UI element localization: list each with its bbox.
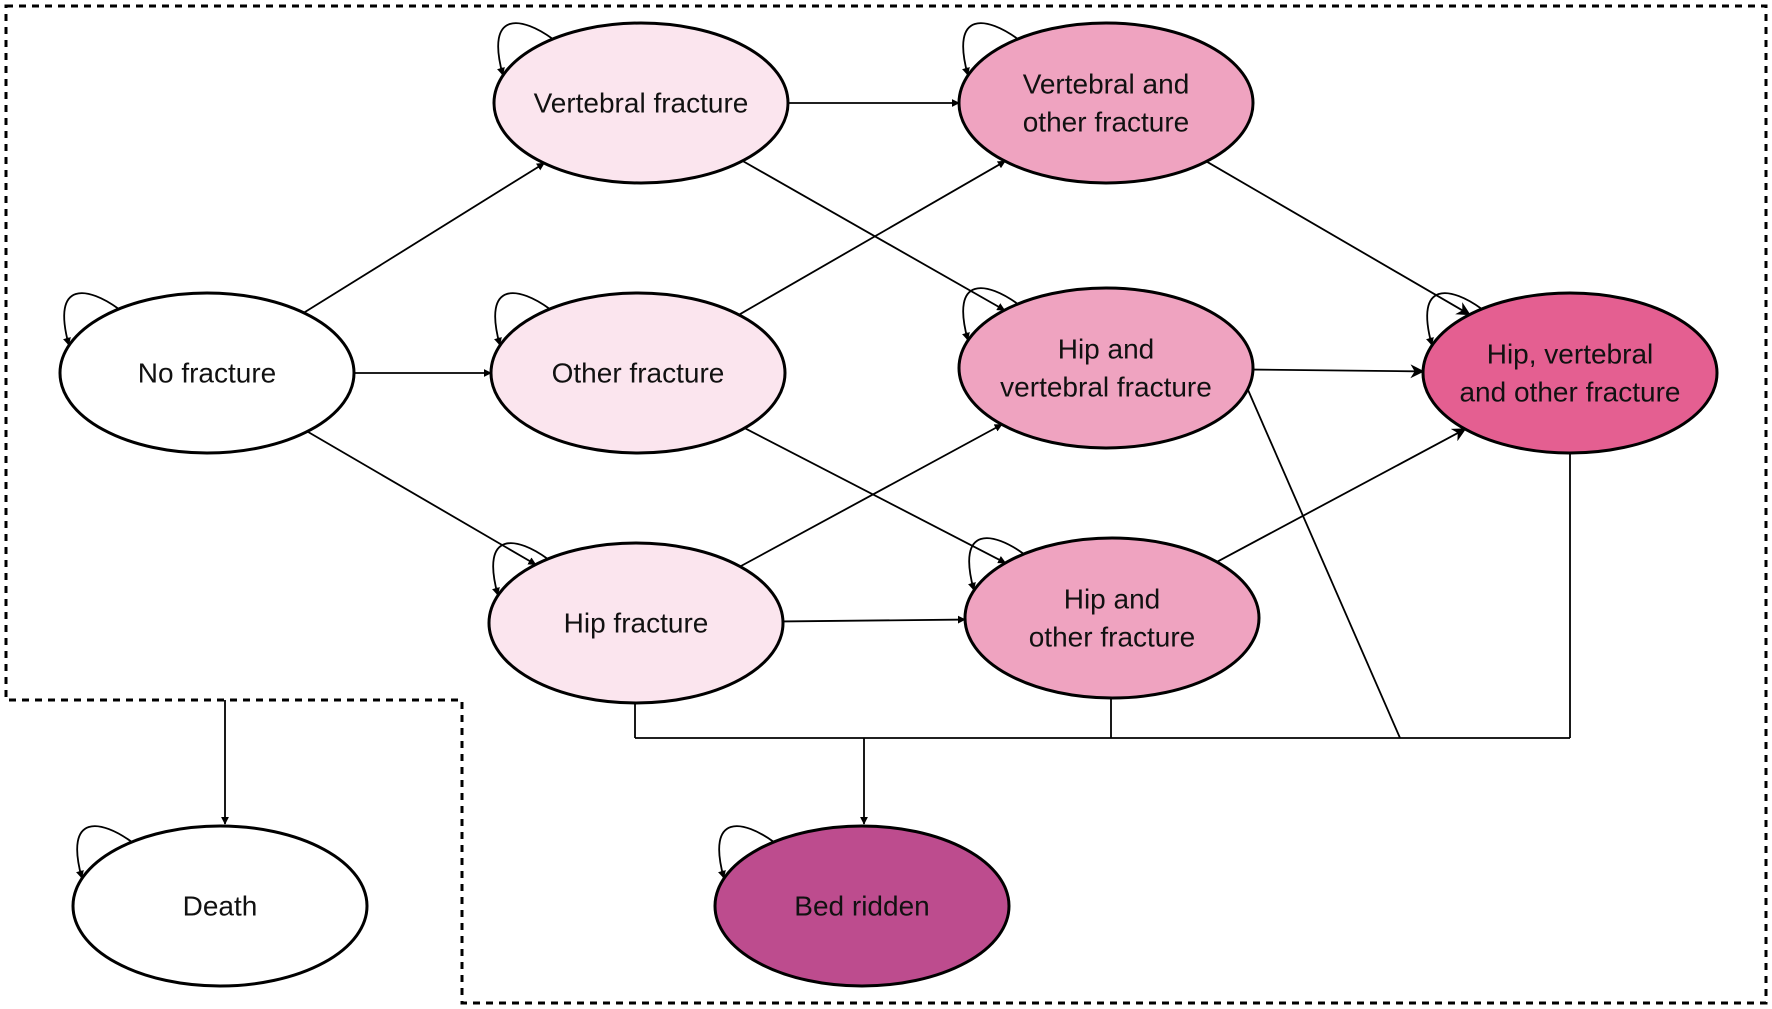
state-label: Bed ridden <box>794 891 929 922</box>
self-loop-arrow <box>1426 292 1483 346</box>
self-loop-arrow <box>968 537 1025 591</box>
state-ellipse <box>58 291 356 455</box>
state-label: and other fracture <box>1459 377 1680 408</box>
state-node-vert-other: Vertebral and other fracture <box>957 21 1255 185</box>
self-loop-arrow <box>492 542 549 596</box>
state-label: Death <box>183 891 258 922</box>
state-ellipse <box>957 286 1255 450</box>
state-ellipse <box>963 536 1261 700</box>
state-label: Hip fracture <box>564 608 709 639</box>
state-node-vertebral: Vertebral fracture <box>492 21 790 185</box>
self-loop-arrow <box>497 22 554 76</box>
state-label: Vertebral fracture <box>534 88 749 119</box>
state-ellipse <box>492 21 790 185</box>
transition-arrow <box>739 423 1003 568</box>
state-label: Vertebral and <box>1023 69 1190 100</box>
state-node-death: Death <box>71 824 369 988</box>
state-label: other fracture <box>1023 107 1190 138</box>
state-ellipse <box>1421 291 1719 455</box>
self-loop-arrow <box>63 292 120 346</box>
state-ellipse <box>713 824 1011 988</box>
transition-arrow <box>782 615 966 624</box>
transition-arrows <box>221 99 1571 825</box>
alive-states-region <box>4 4 1768 1005</box>
self-loop-arrow <box>962 287 1019 341</box>
transition-arrow <box>742 160 1006 311</box>
transition-arrow <box>1252 364 1425 379</box>
state-node-other: Other fracture <box>489 291 787 455</box>
state-label: Other fracture <box>552 358 725 389</box>
transition-arrow <box>306 430 537 566</box>
state-node-no-fracture: No fracture <box>58 291 356 455</box>
self-loop-arrows <box>63 22 1483 879</box>
state-label: Hip and <box>1058 334 1155 365</box>
state-node-all-three: Hip, vertebral and other fracture <box>1421 291 1719 455</box>
self-loop-arrow <box>962 22 1019 76</box>
state-node-hip-vert: Hip and vertebral fracture <box>957 286 1255 450</box>
state-ellipse <box>487 541 785 705</box>
state-node-hip: Hip fracture <box>487 541 785 705</box>
state-ellipse <box>71 824 369 988</box>
transition-arrow <box>1216 428 1467 563</box>
state-ellipse <box>957 21 1255 185</box>
transition-arrow <box>303 162 545 314</box>
state-label: vertebral fracture <box>1000 372 1212 403</box>
state-node-hip-other: Hip and other fracture <box>963 536 1261 700</box>
state-label: Hip, vertebral <box>1487 339 1654 370</box>
collector-line <box>1246 388 1401 739</box>
state-node-bed-ridden: Bed ridden <box>713 824 1011 988</box>
self-loop-arrow <box>494 292 551 346</box>
self-loop-arrow <box>718 825 775 879</box>
state-ellipse <box>489 291 787 455</box>
state-label: Hip and <box>1064 584 1161 615</box>
transition-arrow <box>1205 160 1471 316</box>
transition-arrow <box>744 427 1007 564</box>
self-loop-arrow <box>76 825 133 879</box>
state-label: No fracture <box>138 358 277 389</box>
transition-arrow <box>738 160 1006 316</box>
state-label: other fracture <box>1029 622 1196 653</box>
